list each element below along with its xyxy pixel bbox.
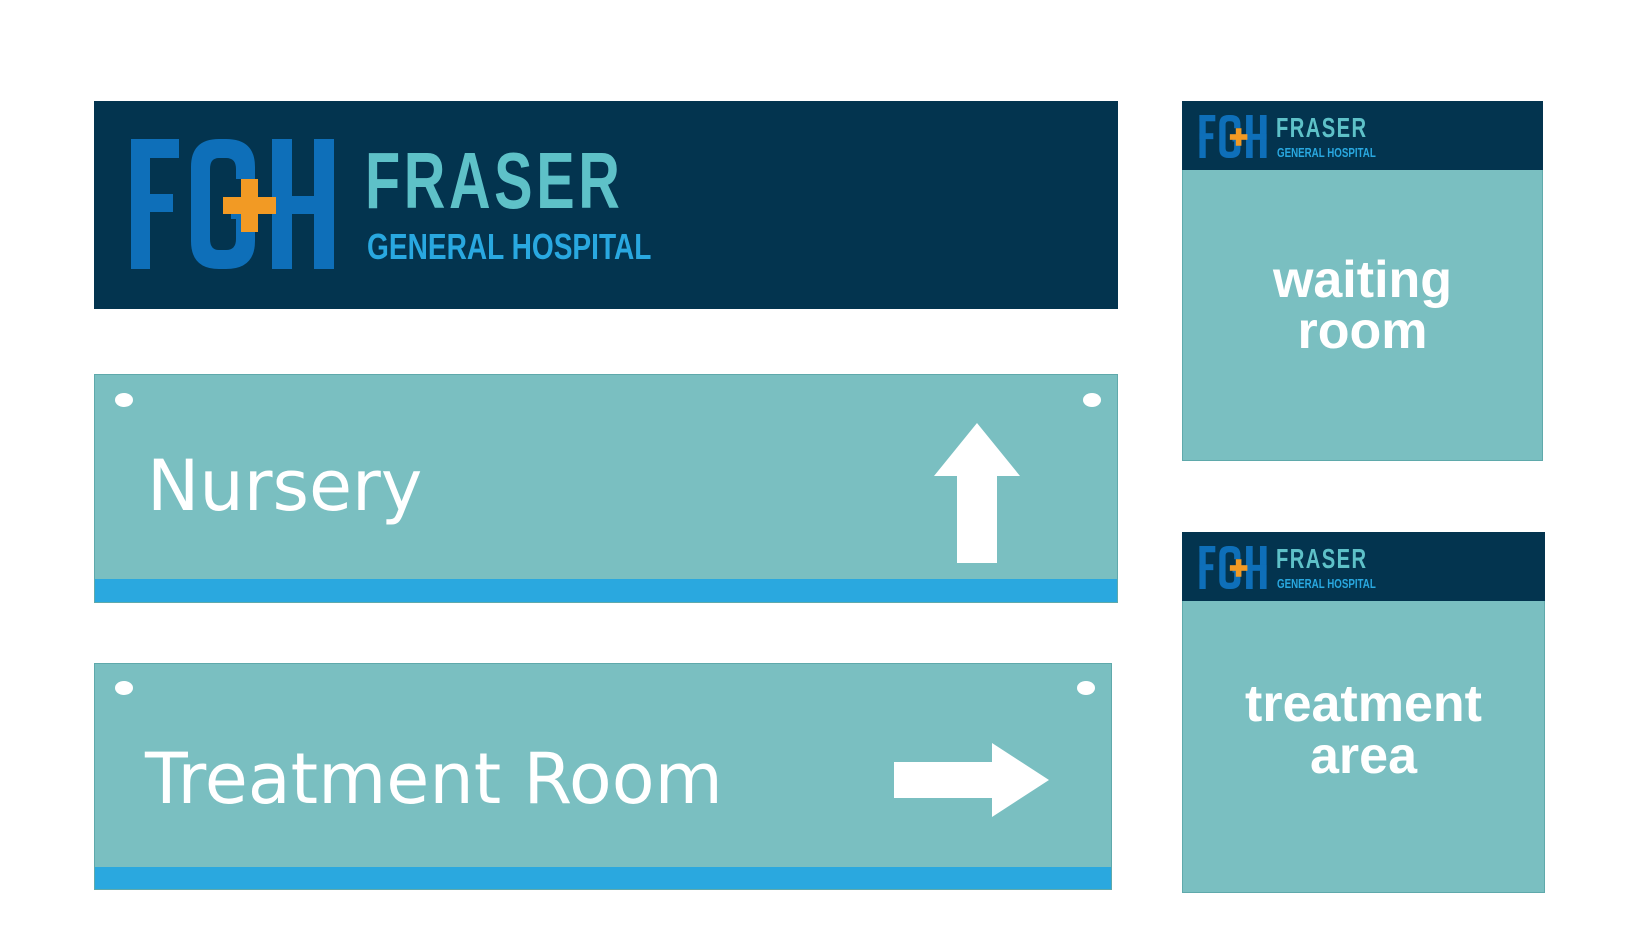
room-label-line1: waiting: [1272, 251, 1453, 309]
nursery-sign: Nursery: [94, 374, 1118, 603]
fgh-logo-icon: [1199, 546, 1267, 589]
main-banner: FRASER GENERAL HOSPITAL: [94, 101, 1118, 309]
treatment-area-panel: FRASER GENERAL HOSPITAL treatment area: [1182, 532, 1545, 893]
mounting-hole-icon: [115, 681, 133, 695]
panel-header: FRASER GENERAL HOSPITAL: [1182, 101, 1543, 170]
room-label-line2: room: [1297, 302, 1428, 360]
sign-label-nursery: Nursery: [147, 445, 423, 527]
logo-fraser-text: FRASER: [1276, 112, 1368, 143]
sign-bottom-strip: [95, 867, 1111, 889]
fgh-logo-icon: [131, 139, 334, 269]
treatment-room-sign: Treatment Room: [94, 663, 1112, 890]
sign-bottom-strip: [95, 579, 1117, 602]
sign-label-treatment-room: Treatment Room: [145, 738, 723, 820]
logo-hospital-text: GENERAL HOSPITAL: [1277, 576, 1376, 591]
logo-hospital-text: GENERAL HOSPITAL: [367, 226, 652, 267]
logo-hospital-text: GENERAL HOSPITAL: [1277, 145, 1376, 160]
logo-fraser-text: FRASER: [1276, 543, 1368, 574]
panel-header: FRASER GENERAL HOSPITAL: [1182, 532, 1545, 601]
arrow-right-icon: [894, 743, 1049, 817]
room-label-line2: area: [1310, 727, 1417, 785]
mounting-hole-icon: [1077, 681, 1095, 695]
logo-fraser-text: FRASER: [365, 136, 624, 225]
fgh-logo-icon: [1199, 115, 1267, 158]
mounting-hole-icon: [115, 393, 133, 407]
mounting-hole-icon: [1083, 393, 1101, 407]
waiting-room-panel: FRASER GENERAL HOSPITAL waiting room: [1182, 101, 1543, 461]
arrow-up-icon: [934, 423, 1020, 563]
room-label-line1: treatment: [1245, 675, 1482, 733]
